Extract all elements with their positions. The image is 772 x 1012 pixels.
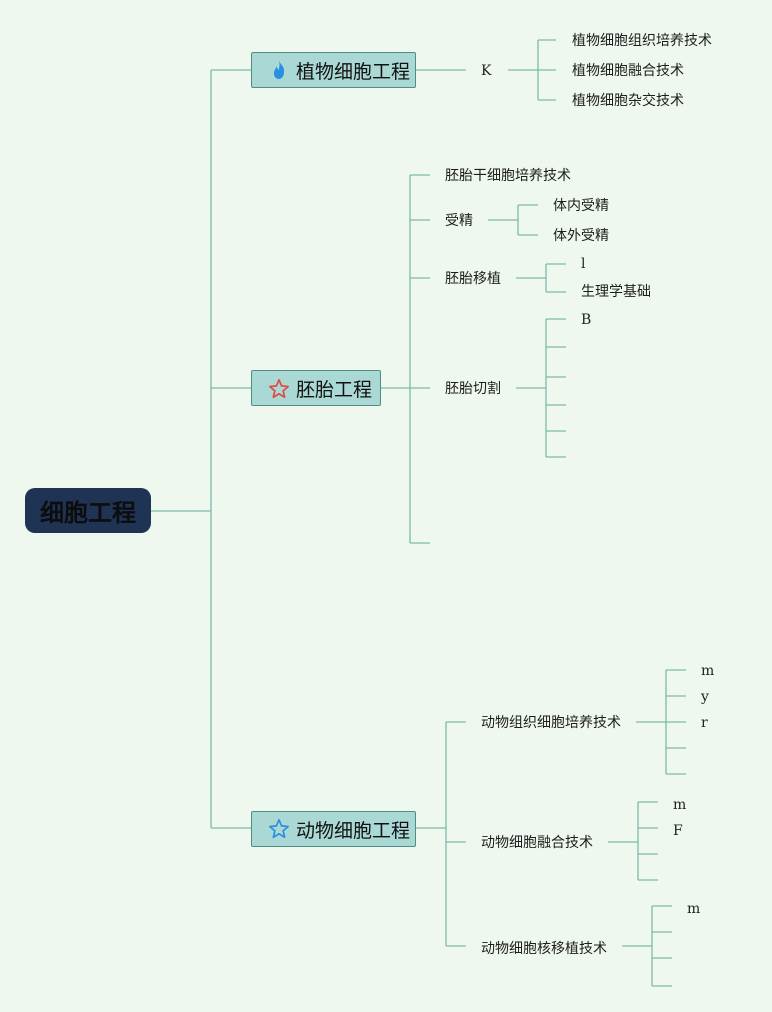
plant-node-label: 植物细胞工程 bbox=[296, 60, 411, 83]
animal-tissue-culture-node: 动物组织细胞培养技术 bbox=[481, 715, 621, 731]
plant-leaf-hybrid: 植物细胞杂交技术 bbox=[572, 93, 684, 109]
tissue-leaf-m: m bbox=[701, 663, 715, 679]
plant-leaf-tissue-culture: 植物细胞组织培养技术 bbox=[572, 33, 712, 49]
fusion-leaf-f: F bbox=[673, 823, 683, 839]
plant-cell-engineering-node[interactable]: 植物细胞工程 bbox=[251, 52, 416, 88]
star-outline-icon bbox=[268, 377, 290, 399]
fire-icon bbox=[268, 59, 290, 81]
root-node[interactable]: 细胞工程 bbox=[25, 488, 151, 533]
star-outline-icon bbox=[268, 818, 290, 840]
nuclear-leaf-m: m bbox=[687, 901, 701, 917]
animal-cell-engineering-node[interactable]: 动物细胞工程 bbox=[251, 811, 416, 847]
plant-leaf-fusion: 植物细胞融合技术 bbox=[572, 63, 684, 79]
animal-fusion-node: 动物细胞融合技术 bbox=[481, 835, 593, 851]
transfer-leaf-physiology: 生理学基础 bbox=[581, 284, 651, 300]
embryo-stem-cell-node: 胚胎干细胞培养技术 bbox=[445, 168, 571, 184]
root-label: 细胞工程 bbox=[40, 499, 136, 527]
embryo-split-node: 胚胎切割 bbox=[445, 381, 501, 397]
fert-leaf-in-vitro: 体外受精 bbox=[553, 228, 609, 244]
tissue-leaf-r: r bbox=[701, 715, 708, 731]
split-leaf-b: B bbox=[581, 312, 592, 328]
embryo-transfer-node: 胚胎移植 bbox=[445, 271, 501, 287]
animal-nuclear-transfer-node: 动物细胞核移植技术 bbox=[481, 941, 607, 957]
fert-leaf-in-vivo: 体内受精 bbox=[553, 198, 609, 214]
tissue-leaf-y: y bbox=[701, 689, 709, 705]
embryo-node-label: 胚胎工程 bbox=[296, 378, 373, 401]
fusion-leaf-m: m bbox=[673, 797, 687, 813]
fertilization-node: 受精 bbox=[445, 213, 473, 229]
transfer-leaf-l: l bbox=[581, 256, 586, 272]
animal-node-label: 动物细胞工程 bbox=[296, 819, 411, 842]
embryo-engineering-node[interactable]: 胚胎工程 bbox=[251, 370, 381, 406]
plant-sub-node: K bbox=[481, 63, 492, 79]
